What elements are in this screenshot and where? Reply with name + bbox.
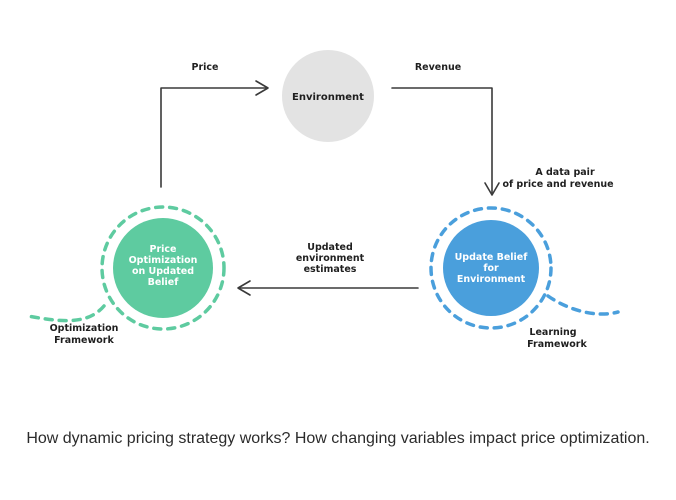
optimization-framework-label-line: Optimization <box>50 323 119 334</box>
arrow-revenue <box>391 87 500 196</box>
optimization-framework-label-line: Framework <box>54 335 114 346</box>
optimization-framework-ring <box>100 205 226 331</box>
arrow-price <box>160 80 269 188</box>
data-pair-label-line: of price and revenue <box>502 179 613 190</box>
environment-node: Environment <box>282 50 374 142</box>
learning-framework-label-line: Learning <box>529 327 576 338</box>
dynamic-pricing-diagram: Price Revenue A data pair of price and r… <box>26 50 620 350</box>
price-optimization-label-line: Optimization <box>129 255 198 266</box>
price-optimization-label-line: on Updated <box>132 266 194 277</box>
updated-estimates-label: Updated environment estimates <box>296 242 365 275</box>
update-belief-label-line: for <box>483 263 499 274</box>
updated-estimates-label-line: estimates <box>304 264 357 275</box>
update-belief-node: Update Belief for Environment <box>429 206 620 330</box>
price-label: Price <box>192 62 219 73</box>
updated-estimates-label-line: environment <box>296 253 365 264</box>
update-belief-label-line: Update Belief <box>455 252 529 263</box>
updated-estimates-label-line: Updated <box>307 242 353 253</box>
data-pair-label-line: A data pair <box>535 167 595 178</box>
update-belief-label-line: Environment <box>457 274 526 285</box>
environment-node-label: Environment <box>292 92 364 103</box>
learning-framework-tail <box>546 294 620 316</box>
price-optimization-node: Price Optimization on Updated Belief <box>26 205 226 331</box>
data-pair-label: A data pair of price and revenue <box>502 167 613 190</box>
optimization-framework-tail <box>26 304 106 323</box>
learning-framework-label-line: Framework <box>527 339 587 350</box>
arrow-updated-estimates <box>237 280 419 296</box>
figure-caption: How dynamic pricing strategy works? How … <box>26 430 650 447</box>
learning-framework-label: Learning Framework <box>527 327 587 350</box>
price-optimization-label-line: Belief <box>148 277 180 288</box>
revenue-label: Revenue <box>415 62 461 73</box>
learning-framework-ring <box>429 206 553 330</box>
price-optimization-label-line: Price <box>150 244 177 255</box>
optimization-framework-label: Optimization Framework <box>50 323 119 346</box>
